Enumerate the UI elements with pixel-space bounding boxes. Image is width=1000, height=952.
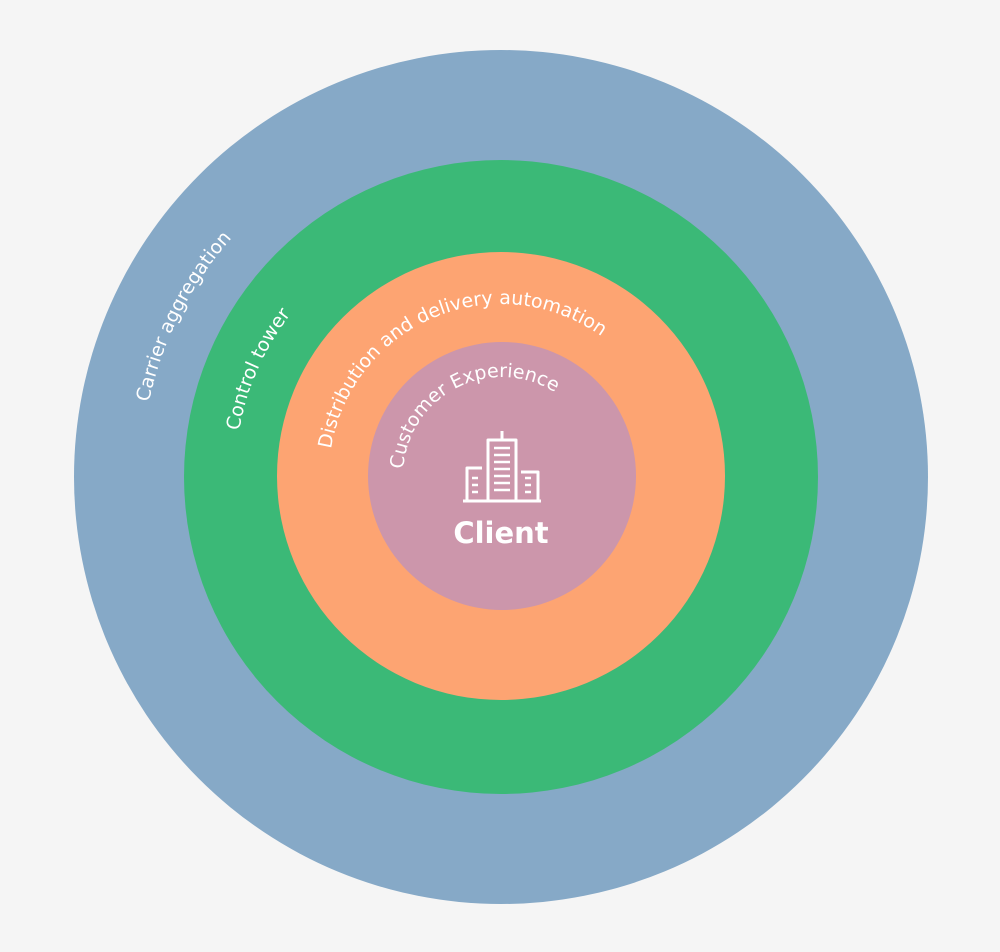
building-icon: [463, 431, 541, 503]
client-label: Client: [453, 516, 548, 550]
